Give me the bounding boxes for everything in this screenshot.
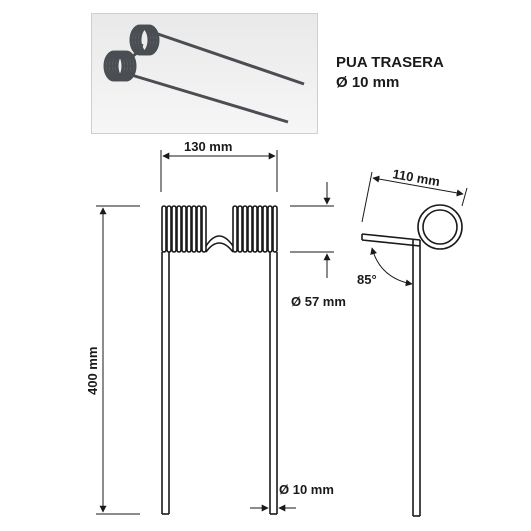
side-view bbox=[361, 204, 463, 517]
coil-bridge bbox=[205, 235, 234, 247]
product-title: PUA TRASERA Ø 10 mm bbox=[336, 53, 444, 93]
coil-diameter-label: Ø 57 mm bbox=[291, 294, 346, 309]
right-coil bbox=[232, 205, 278, 253]
dim-coil-diameter bbox=[290, 182, 334, 278]
total-length-label: 400 mm bbox=[85, 347, 100, 395]
wire-diameter-label: Ø 10 mm bbox=[279, 482, 334, 497]
spring-tine-photo bbox=[103, 24, 305, 124]
side-coil-inner bbox=[422, 209, 458, 245]
side-coil-outer bbox=[417, 204, 463, 250]
title-line-1: PUA TRASERA bbox=[336, 54, 444, 71]
side-arm-top bbox=[361, 233, 421, 241]
title-line-2: Ø 10 mm bbox=[336, 74, 400, 91]
dim-total-length bbox=[96, 205, 140, 515]
dim-side-width bbox=[361, 171, 468, 223]
dim-coil-width bbox=[160, 150, 278, 192]
angle-arc bbox=[370, 247, 413, 287]
front-view bbox=[161, 205, 278, 515]
product-photo bbox=[91, 13, 318, 134]
left-coil bbox=[161, 205, 207, 253]
angle-label: 85° bbox=[357, 272, 377, 287]
coil-width-label: 130 mm bbox=[184, 139, 232, 154]
